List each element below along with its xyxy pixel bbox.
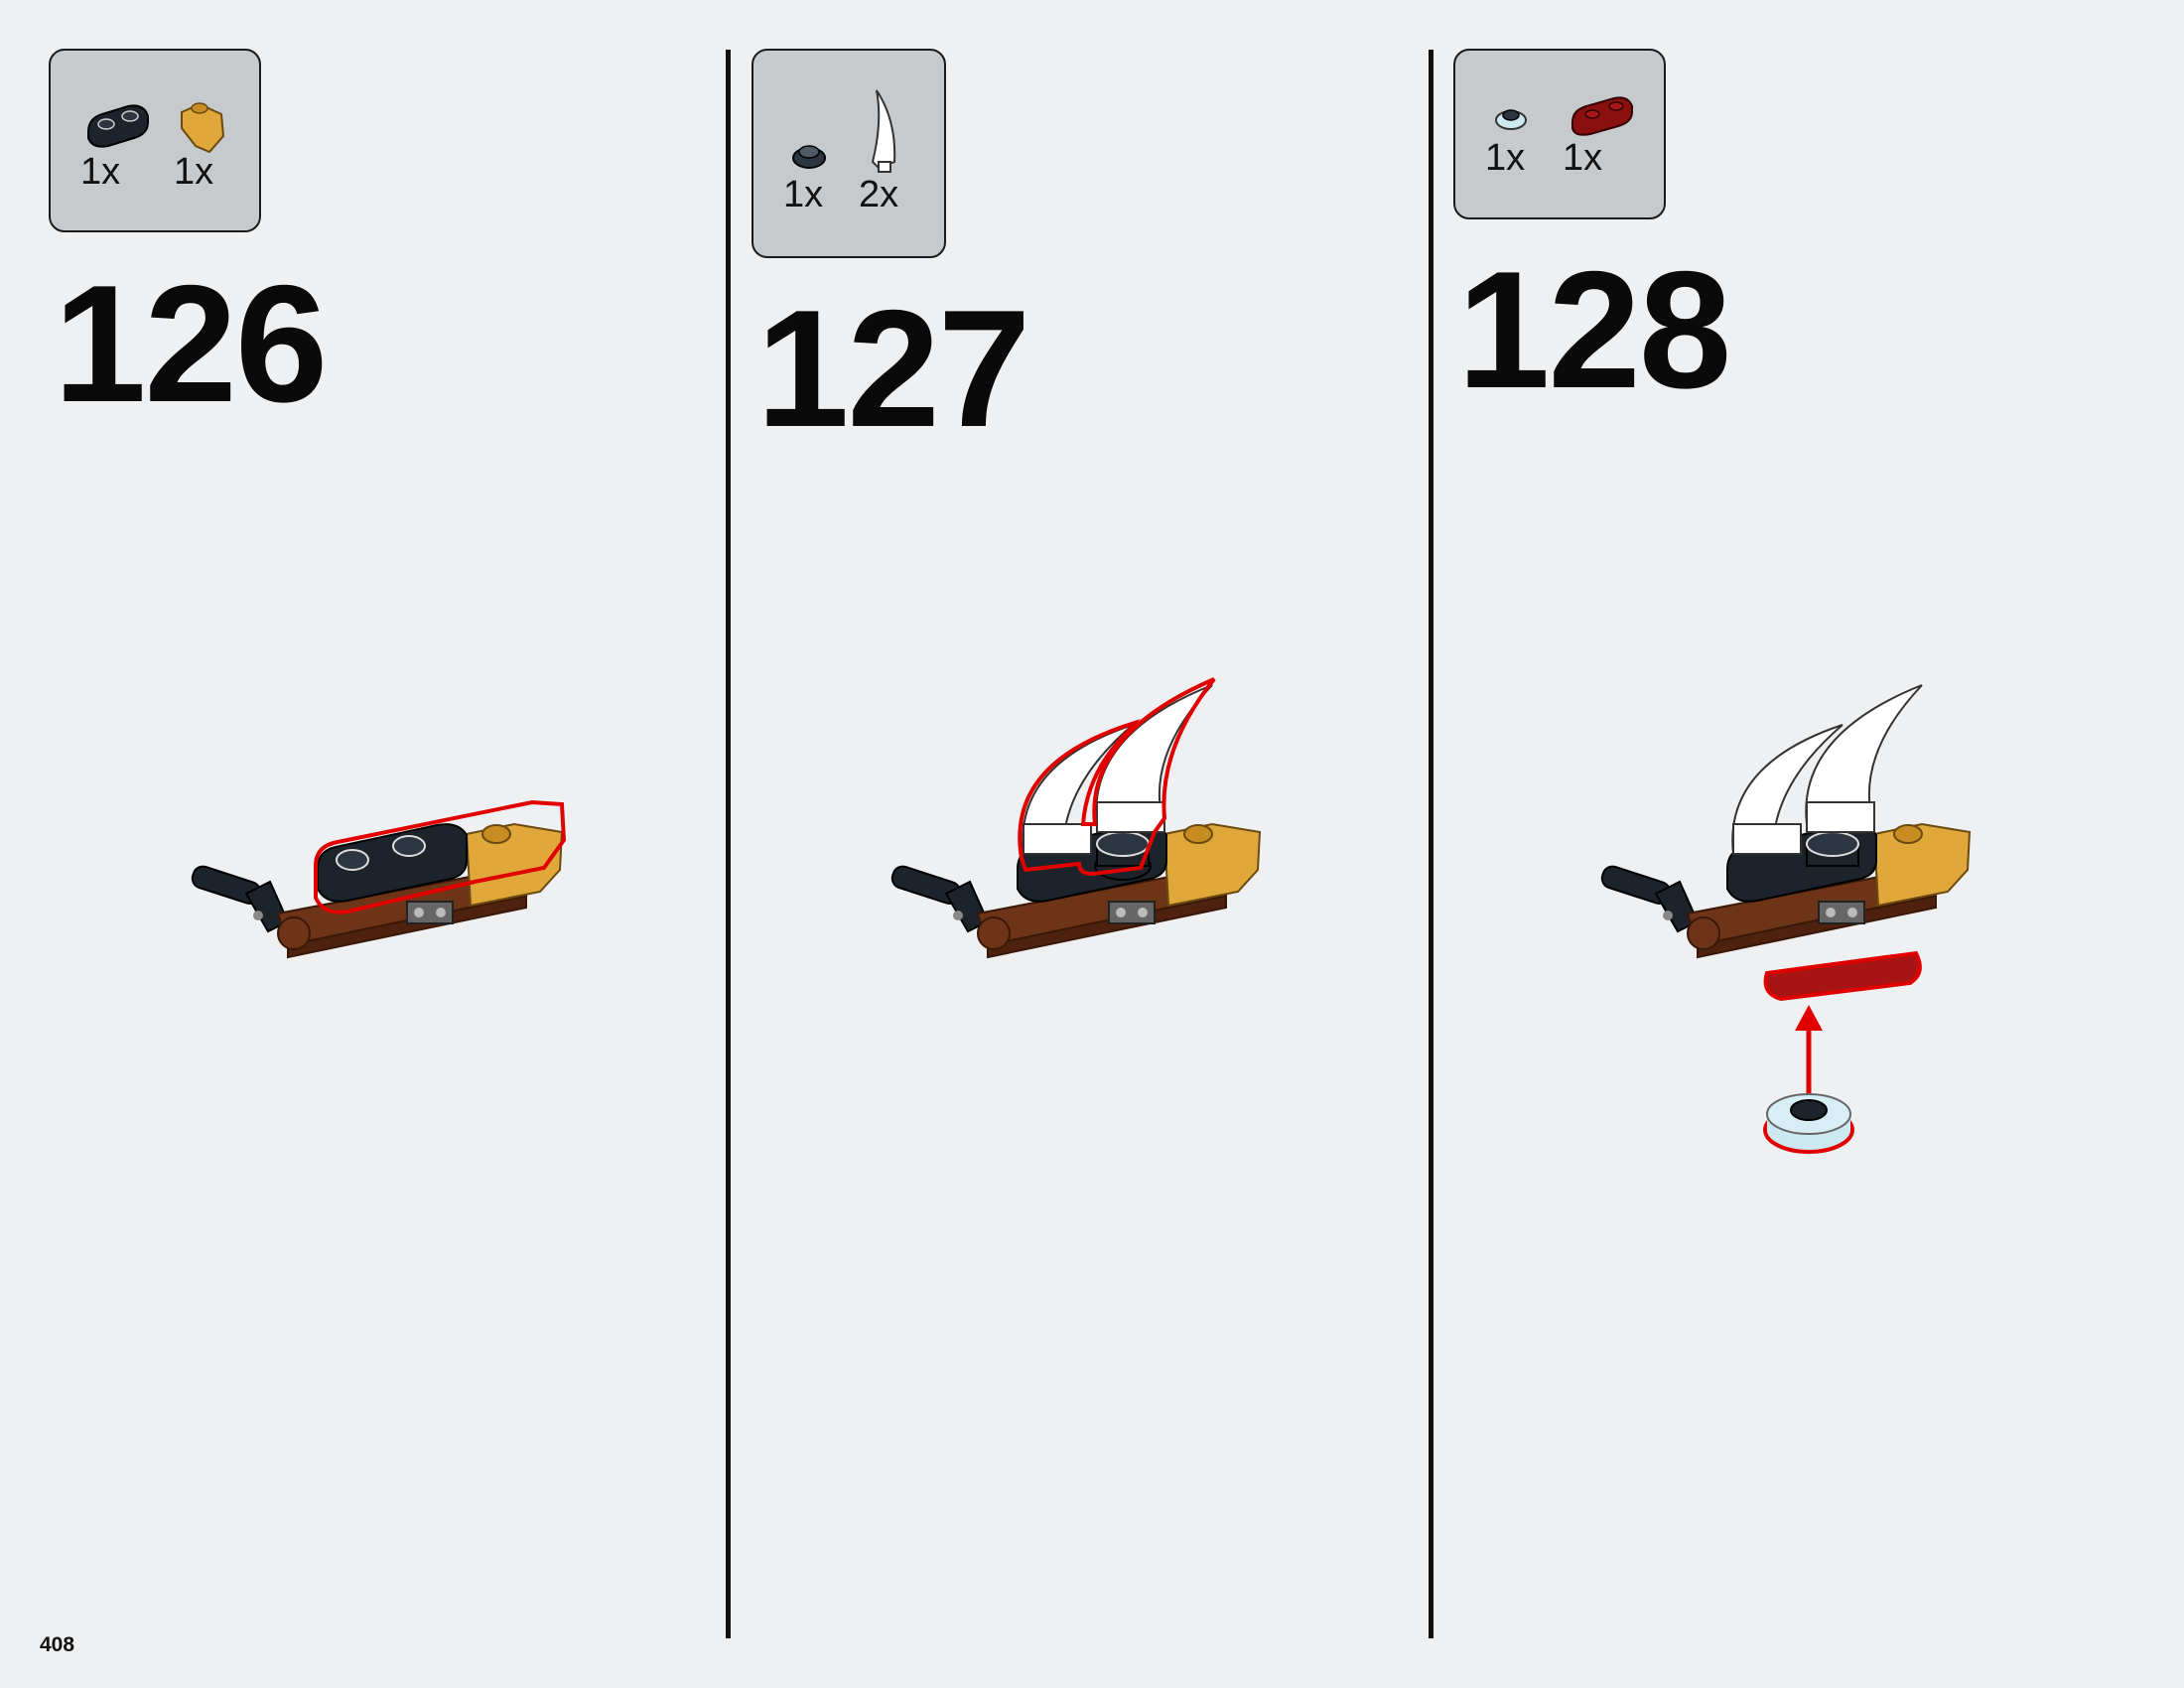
gold-slope-brick-icon [181,102,225,154]
brown-base-part [976,866,1228,959]
gold-slope-part [465,822,564,908]
white-horn-tooth-icon [871,89,896,173]
part-qty: 1x [1563,137,1603,179]
dark-red-plate-1x2-icon [1571,96,1633,136]
part-qty: 1x [1485,137,1526,179]
gold-slope-part [1872,822,1972,908]
brown-base-part [276,866,528,959]
step-divider-1 [726,50,731,1638]
dark-round-plate-icon [792,145,826,169]
parts-callout-step-126: 1x 1x [49,49,261,232]
light-blue-round-plate-new-part [1763,1093,1854,1154]
part-qty: 1x [80,151,121,193]
white-horn-right-part [1805,684,1923,833]
parts-callout-step-128: 1x 1x [1453,49,1666,219]
black-plate-new-part [317,823,468,903]
light-blue-round-plate-icon [1495,109,1527,130]
black-arm-part [191,865,290,933]
black-plate-1x2-rounded-icon [87,104,149,148]
gold-slope-part [1162,822,1262,908]
step-divider-2 [1429,50,1433,1638]
page-number: 408 [40,1633,75,1656]
round-plate-stack-part [1806,831,1859,867]
white-horn-left-part [1022,724,1134,856]
step-number: 128 [1457,236,1731,423]
assembly-arrow-icon [1795,1005,1823,1100]
black-arm-part [890,865,990,933]
black-arm-part [1600,865,1700,933]
dark-red-plate-new-part [1763,950,1922,1002]
parts-callout-step-127: 1x 2x [751,49,946,258]
step-number: 127 [756,275,1030,462]
part-qty: 1x [783,174,824,215]
model-step-128 [1600,684,1972,1154]
white-horn-left-part [1731,724,1843,856]
model-step-127 [890,677,1262,959]
brown-base-part [1686,866,1938,959]
model-step-126 [191,799,567,959]
part-qty: 2x [859,174,899,215]
white-horn-right-part [1095,684,1213,833]
part-qty: 1x [174,151,214,193]
step-number: 126 [54,250,328,437]
new-part-highlight [1018,677,1216,877]
new-part-highlight [314,799,567,914]
